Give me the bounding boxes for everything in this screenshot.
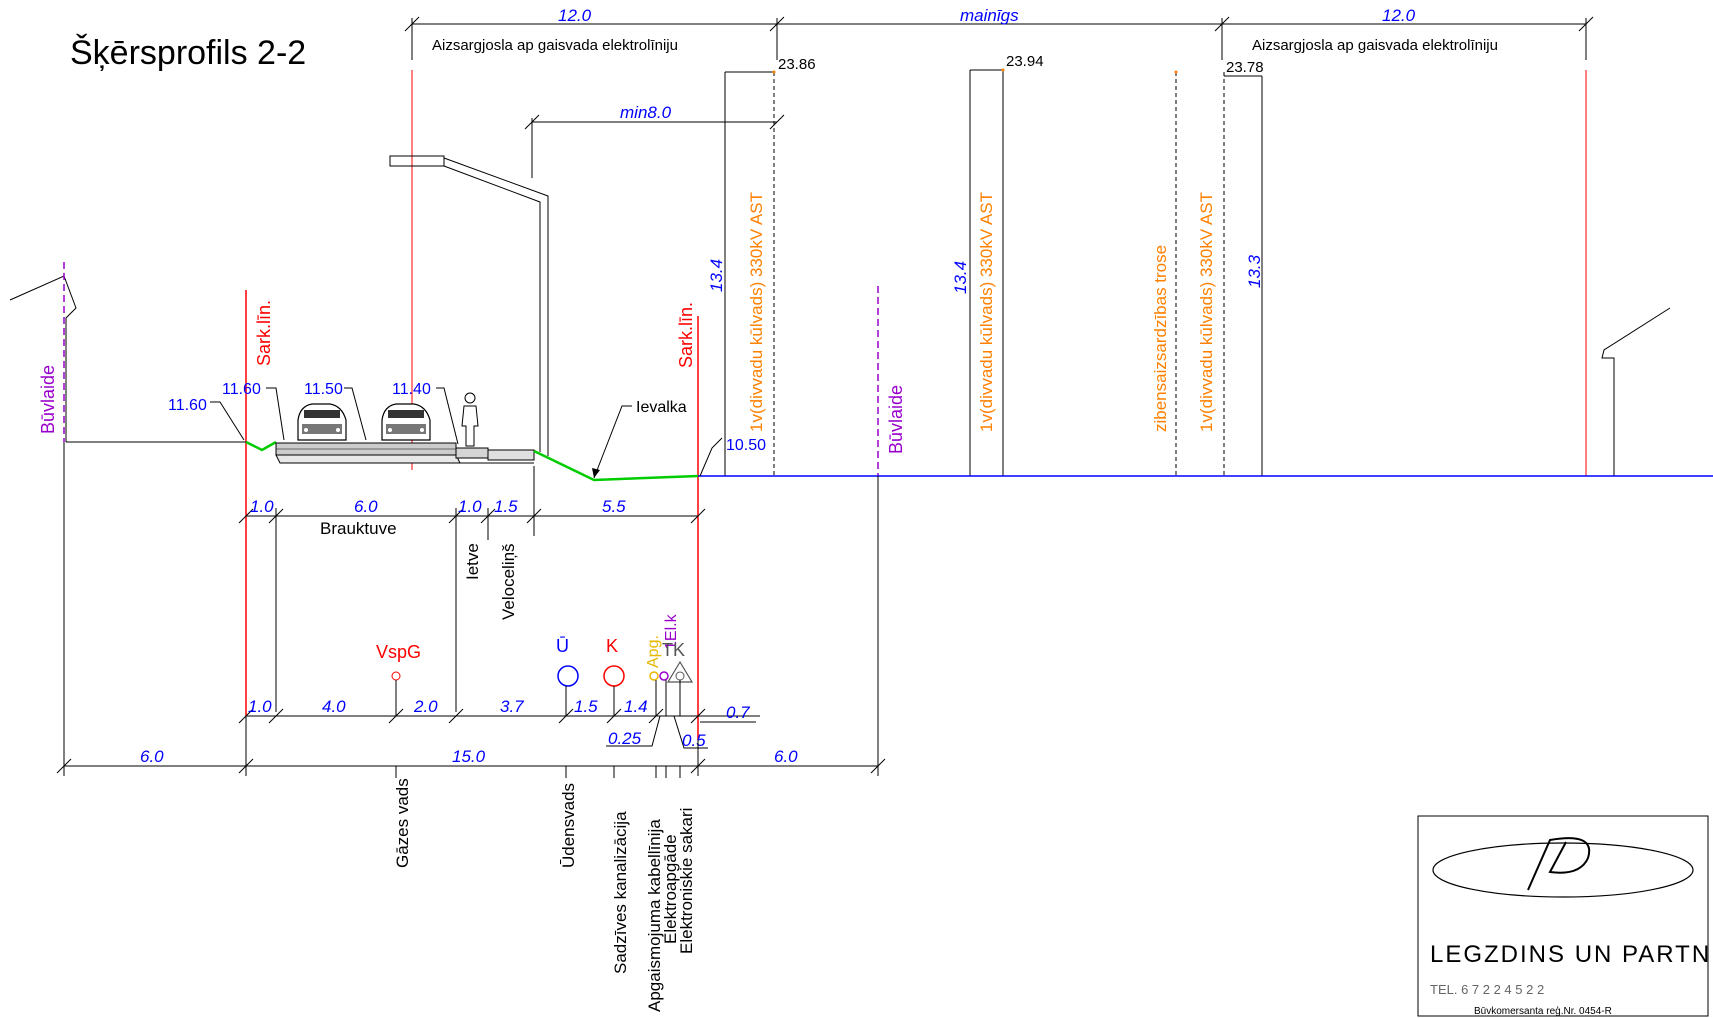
top-elev-3: 23.78 [1226, 59, 1264, 76]
row2-dim-8: 0.25 [608, 729, 642, 748]
row1-dim-3: 1.0 [458, 497, 482, 516]
brauktuve-label: Brauktuve [320, 519, 397, 538]
utility-leaders [395, 766, 681, 778]
lightning-wire-pole [1174, 70, 1178, 476]
power-name: Elektroapgāde [661, 834, 680, 944]
row2-dim-1: 1.0 [248, 697, 272, 716]
building-right [1601, 307, 1671, 476]
company-reg: Būvkomersanta reģ.Nr. 0454-R [1474, 1004, 1612, 1017]
car-2-icon [381, 403, 431, 441]
row3-dim-3: 6.0 [774, 747, 798, 766]
buvlaide-left: Būvlaide [38, 365, 58, 434]
row3-dimensions: 6.0 15.0 6.0 [56, 442, 886, 776]
row1-dim-2: 6.0 [354, 497, 378, 516]
lightning-label: zibensaizsardzības trose [1151, 245, 1170, 432]
util-el: 1El.k [663, 613, 680, 650]
row2-dim-9: 0.5 [682, 731, 706, 750]
velocelins-label: Veloceliņš [499, 543, 518, 620]
row2-dim-5: 1.5 [574, 697, 598, 716]
elevation-markers: 11.60 11.60 11.50 11.40 10.50 [168, 381, 766, 477]
buvlaide-right: Būvlaide [886, 385, 906, 454]
power-label-1: 1v(divvadu kūlvads) 330kV AST [747, 192, 766, 432]
ietve-label: Ietve [463, 543, 482, 580]
company-logo: LEGZDINS UN PARTNERI TEL. 6 7 2 2 4 5 2 … [1417, 815, 1713, 1017]
water-name: Ūdensvads [559, 783, 578, 868]
cable-name: Apgaismojuma kabellīnija [645, 819, 664, 1012]
util-apg: Apg. [645, 635, 662, 668]
ievalka-callout: Ievalka [592, 399, 687, 479]
row2-dim-7: 0.7 [726, 703, 750, 722]
zone-label-right: Aizsargjosla ap gaisvada elektrolīniju [1252, 37, 1498, 54]
height-label-2: 13.4 [951, 261, 970, 294]
elev-2: 11.60 [222, 381, 261, 398]
pedestrian-icon [461, 392, 479, 447]
sewer-name: Sadzīves kanalizācija [611, 811, 630, 974]
row1-dim-5: 5.5 [602, 497, 626, 516]
elev-3: 11.50 [304, 381, 343, 398]
row3-dim-2: 15.0 [452, 747, 486, 766]
ievalka-label: Ievalka [636, 399, 687, 416]
power-pole-2: 23.94 [969, 53, 1044, 476]
zone-label-left: Aizsargjosla ap gaisvada elektrolīniju [432, 37, 678, 54]
top-dim-middle: mainīgs [960, 6, 1019, 25]
utilities: VspG Ū K Apg. 1El.k TK [376, 613, 694, 716]
row2-dim-4: 3.7 [500, 697, 524, 716]
util-k: K [606, 636, 618, 656]
power-label-2: 1v(divvadu kūlvads) 330kV AST [977, 192, 996, 432]
util-tk: TK [662, 640, 685, 660]
sark-lin-right: Sark.līn. [676, 302, 696, 368]
power-label-3: 1v(divvadu kūlvads) 330kV AST [1197, 192, 1216, 432]
height-label-3: 13.3 [1245, 254, 1264, 288]
power-pole-1: 23.86 [724, 56, 816, 476]
top-dim-right: 12.0 [1382, 6, 1416, 25]
height-label-1: 13.4 [707, 259, 726, 292]
telecom-name: Elektroniskie sakari [677, 808, 696, 954]
top-elev-1: 23.86 [778, 56, 816, 73]
row2-dim-2: 4.0 [322, 697, 346, 716]
top-dim-left: 12.0 [558, 6, 592, 25]
min-dim-label: min8.0 [620, 103, 672, 122]
util-vspg: VspG [376, 642, 421, 662]
power-pole-3: 23.78 [1223, 59, 1264, 476]
row1-dim-1: 1.0 [250, 497, 274, 516]
company-tel: TEL. 6 7 2 2 4 5 2 2 [1430, 982, 1544, 997]
street-lamp [389, 155, 549, 456]
elev-5: 10.50 [726, 437, 766, 454]
row1-dim-4: 1.5 [494, 497, 518, 516]
ground-profile [66, 440, 1713, 482]
top-elev-2: 23.94 [1006, 53, 1044, 70]
gas-name: Gāzes vads [393, 778, 412, 868]
row2-dimensions: 1.0 4.0 2.0 3.7 1.5 1.4 0.7 0.25 0.5 [238, 697, 760, 750]
row1-dimensions: 1.0 6.0 1.0 1.5 5.5 Brauktuve Ietve Velo… [238, 466, 706, 712]
top-dimension-chain: 12.0 mainīgs 12.0 [404, 6, 1594, 60]
row2-dim-6: 1.4 [624, 697, 648, 716]
sark-lin-left: Sark.līn. [254, 300, 274, 366]
building-left [9, 275, 77, 442]
row2-dim-3: 2.0 [413, 697, 438, 716]
util-u: Ū [556, 636, 569, 656]
elev-4: 11.40 [392, 381, 431, 398]
drawing-title: Šķērsprofils 2-2 [70, 34, 306, 72]
row3-dim-1: 6.0 [140, 747, 164, 766]
elev-1: 11.60 [168, 397, 207, 414]
min-dimension: min8.0 [524, 103, 785, 178]
company-name: LEGZDINS UN PARTNERI [1430, 941, 1713, 968]
car-1-icon [297, 403, 347, 441]
